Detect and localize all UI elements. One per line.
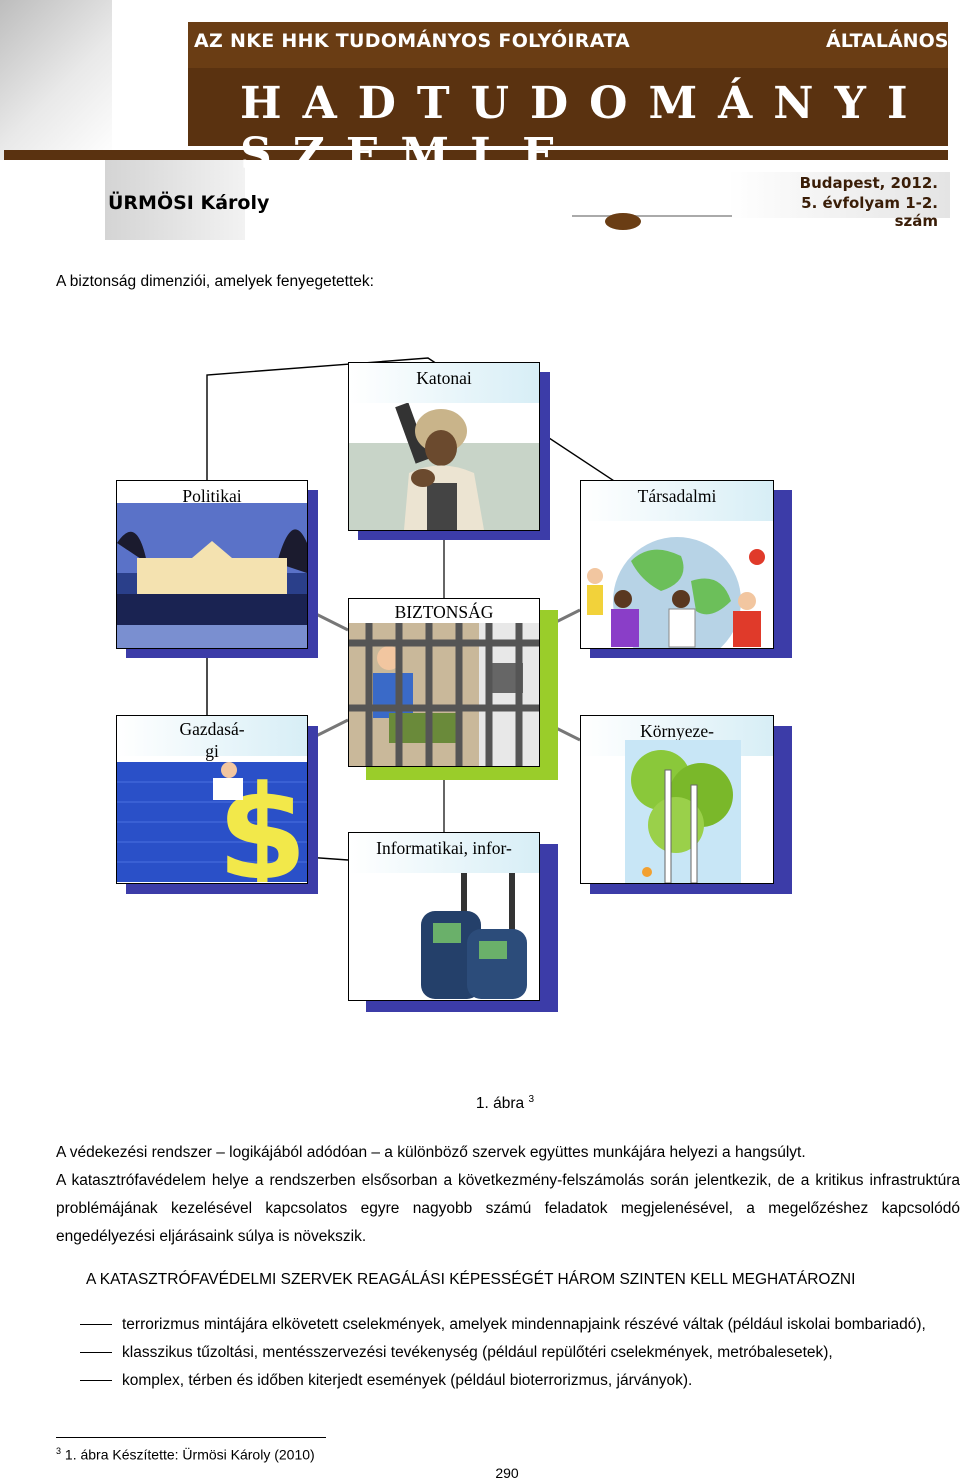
header-band-title bbox=[188, 68, 948, 146]
kornyezeti-box: Környeze- bbox=[580, 715, 774, 884]
header-gradient-right bbox=[728, 172, 950, 218]
figure-caption: 1. ábra 3 bbox=[0, 1086, 960, 1118]
header-gradient-left bbox=[0, 0, 112, 160]
gazdasagi-label-bg bbox=[117, 716, 307, 756]
body-paragraph: A védekezési rendszer – logikájából adód… bbox=[56, 1139, 960, 1251]
section-tag: ÁLTALÁNOS bbox=[826, 30, 949, 52]
prison-bars-clipart bbox=[349, 623, 539, 766]
globe-children-clipart bbox=[587, 537, 765, 648]
walkie-talkies-clipart bbox=[421, 873, 527, 999]
figure-caption-text: 1. ábra bbox=[475, 1095, 525, 1113]
publication-issue: 5. évfolyam 1-2. szám bbox=[801, 194, 938, 230]
white-house-photo bbox=[117, 503, 307, 648]
header-band-top bbox=[188, 22, 948, 68]
biztonsag-box: BIZTONSÁG bbox=[348, 598, 540, 767]
katonai-label: Katonai bbox=[416, 368, 472, 388]
list-dash bbox=[80, 1324, 112, 1325]
author-name: ÜRMÖSI Károly bbox=[108, 192, 270, 214]
tarsadalmi-label: Társadalmi bbox=[637, 486, 717, 506]
publication-place-date: Budapest, 2012. bbox=[799, 174, 938, 192]
footnote: 3 1. ábra Készítette: Ürmösi Károly (201… bbox=[56, 1446, 315, 1463]
katonai-label-bg bbox=[349, 363, 539, 403]
body-line-2: A katasztrófavédelem helye a rendszerben… bbox=[56, 1172, 960, 1245]
gazdasagi-label-2: gi bbox=[205, 741, 219, 761]
capability-list: terrorizmus mintájára elkövetett cselekm… bbox=[80, 1311, 960, 1395]
birch-trees-clipart bbox=[625, 740, 741, 883]
footnote-rule bbox=[56, 1437, 326, 1438]
gazdasagi-box: Gazdasá- gi $ bbox=[116, 715, 308, 884]
list-item-text: terrorizmus mintájára elkövetett cselekm… bbox=[122, 1316, 926, 1333]
politikai-box: Politikai bbox=[116, 480, 308, 649]
informatikai-box: Informatikai, infor- bbox=[348, 832, 540, 1001]
gazdasagi-label-1: Gazdasá- bbox=[179, 719, 245, 739]
footnote-number: 3 bbox=[56, 1446, 62, 1456]
list-dash bbox=[80, 1380, 112, 1381]
dollar-chart-clipart: $ bbox=[117, 762, 307, 882]
biztonsag-label: BIZTONSÁG bbox=[394, 602, 494, 622]
footnote-text: 1. ábra Készítette: Ürmösi Károly (2010) bbox=[64, 1446, 315, 1463]
page-number: 290 bbox=[495, 1465, 519, 1481]
header-underline bbox=[4, 150, 948, 160]
list-item: terrorizmus mintájára elkövetett cselekm… bbox=[80, 1311, 960, 1339]
journal-title: HADTUDOMÁNYI SZEMLE bbox=[240, 78, 929, 180]
list-item: klasszikus tűzoltási, mentésszervezési t… bbox=[80, 1339, 960, 1367]
list-item-text: komplex, térben és időben kiterjedt esem… bbox=[122, 1372, 693, 1389]
figure-caption-footnote-ref: 3 bbox=[528, 1094, 535, 1105]
section-heading: A KATASZTRÓFAVÉDELMI SZERVEK REAGÁLÁSI K… bbox=[86, 1271, 856, 1288]
header-oval-ornament bbox=[605, 213, 641, 230]
soldier-clipart bbox=[349, 403, 539, 530]
tarsadalmi-box: Társadalmi bbox=[580, 480, 774, 649]
journal-name: AZ NKE HHK TUDOMÁNYOS FOLYÓIRATA bbox=[194, 30, 631, 52]
body-line-1: A védekezési rendszer – logikájából adód… bbox=[56, 1144, 806, 1161]
header-gradient-author bbox=[105, 160, 245, 240]
intro-text: A biztonság dimenziói, amelyek fenyegete… bbox=[56, 273, 374, 290]
list-item: komplex, térben és időben kiterjedt esem… bbox=[80, 1367, 960, 1395]
tarsadalmi-label-bg bbox=[581, 481, 773, 521]
politikai-label: Politikai bbox=[182, 486, 242, 506]
informatikai-label-bg bbox=[349, 833, 539, 873]
list-item-text: klasszikus tűzoltási, mentésszervezési t… bbox=[122, 1344, 833, 1361]
kornyezeti-label: Környeze- bbox=[640, 721, 714, 741]
list-dash bbox=[80, 1352, 112, 1353]
informatikai-label: Informatikai, infor- bbox=[376, 838, 512, 858]
security-dimensions-diagram: Katonai Politikai Társadalmi bbox=[0, 340, 960, 1030]
katonai-box: Katonai bbox=[348, 362, 540, 531]
header-rule bbox=[572, 215, 732, 217]
